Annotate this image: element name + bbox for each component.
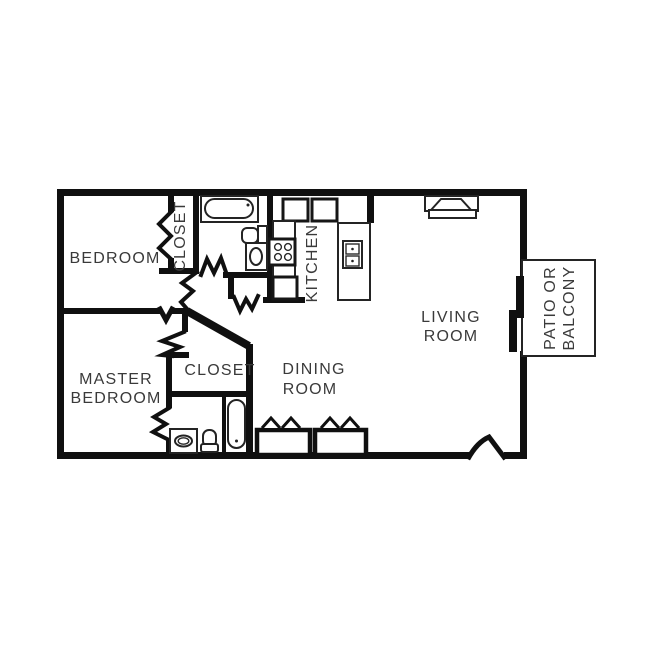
- wall: [166, 352, 189, 358]
- wall: [520, 189, 527, 278]
- sliding-door-icon: [509, 310, 517, 352]
- sliding-door-icon: [516, 276, 524, 318]
- wall: [166, 397, 172, 408]
- svg-text:PATIO OR: PATIO OR: [542, 266, 559, 350]
- door-swing-icon: [198, 252, 230, 278]
- dining-closet-units: [254, 415, 369, 458]
- door-swing-icon: [148, 405, 172, 443]
- sink-icon: [169, 428, 198, 454]
- svg-text:MASTER: MASTER: [79, 371, 153, 388]
- wall: [228, 278, 234, 299]
- door-swing-icon: [178, 269, 200, 313]
- wall: [159, 268, 199, 274]
- wall: [57, 308, 160, 314]
- svg-text:ROOM: ROOM: [424, 328, 479, 345]
- bifold-mark-icon: [260, 415, 282, 430]
- wall: [223, 272, 273, 278]
- wall: [172, 308, 190, 314]
- wall: [166, 391, 253, 397]
- wall: [57, 189, 527, 196]
- wall: [168, 258, 174, 274]
- wall: [367, 196, 374, 223]
- door-swing-icon: [231, 293, 261, 316]
- patio-label: PATIO OR BALCONY: [542, 266, 578, 351]
- bathroom-2-fixtures: [169, 399, 246, 454]
- bifold-mark-icon: [280, 415, 302, 430]
- fireplace-icon: [424, 195, 479, 219]
- svg-text:ROOM: ROOM: [283, 381, 338, 398]
- toilet-icon: [200, 429, 219, 453]
- bifold-mark-icon: [339, 415, 361, 430]
- wall: [57, 189, 64, 459]
- master-closet-label: CLOSET: [184, 362, 255, 379]
- cabinet-icon: [281, 197, 310, 223]
- wall: [166, 352, 172, 394]
- island-sink-icon: [337, 222, 371, 301]
- patio: [509, 259, 596, 357]
- bathroom-1-fixtures: [200, 195, 268, 271]
- closet-box: [312, 427, 369, 458]
- stove-icon: [267, 237, 297, 267]
- angled-hall-wall: [185, 307, 251, 350]
- wall: [222, 397, 226, 452]
- door-swing-icon: [154, 329, 187, 359]
- bedroom-closet-label: CLOSET: [172, 200, 189, 271]
- dining-room-label: DINING ROOM: [282, 361, 345, 398]
- toilet-icon: [241, 225, 268, 246]
- entry-door-swing-icon: [465, 433, 508, 461]
- svg-text:LIVING: LIVING: [421, 309, 481, 326]
- wall: [182, 308, 188, 332]
- wall: [504, 452, 527, 459]
- door-swing-icon: [156, 305, 176, 326]
- bathtub-icon: [227, 399, 246, 449]
- svg-text:BEDROOM: BEDROOM: [70, 390, 161, 407]
- svg-text:BALCONY: BALCONY: [561, 266, 578, 351]
- wall: [168, 196, 174, 212]
- bifold-mark-icon: [319, 415, 341, 430]
- master-bedroom-label: MASTER BEDROOM: [70, 371, 161, 407]
- wall: [246, 344, 253, 459]
- svg-text:DINING: DINING: [282, 361, 345, 378]
- kitchen-fixtures: [267, 197, 371, 301]
- bedroom-label: BEDROOM: [69, 250, 160, 267]
- door-symbols: [148, 209, 508, 461]
- cabinet-icon: [310, 197, 339, 223]
- bathtub-icon: [200, 195, 259, 223]
- wall: [193, 196, 199, 274]
- wall: [520, 351, 527, 459]
- living-room-label: LIVING ROOM: [421, 309, 481, 345]
- bifold-door-icon: [156, 209, 174, 262]
- kitchen-label: KITCHEN: [304, 224, 321, 303]
- closet-box: [254, 427, 313, 458]
- interior-walls: [57, 196, 374, 459]
- cabinet-icon: [271, 275, 299, 301]
- sink-icon: [245, 242, 268, 271]
- patio-outline: [521, 259, 596, 357]
